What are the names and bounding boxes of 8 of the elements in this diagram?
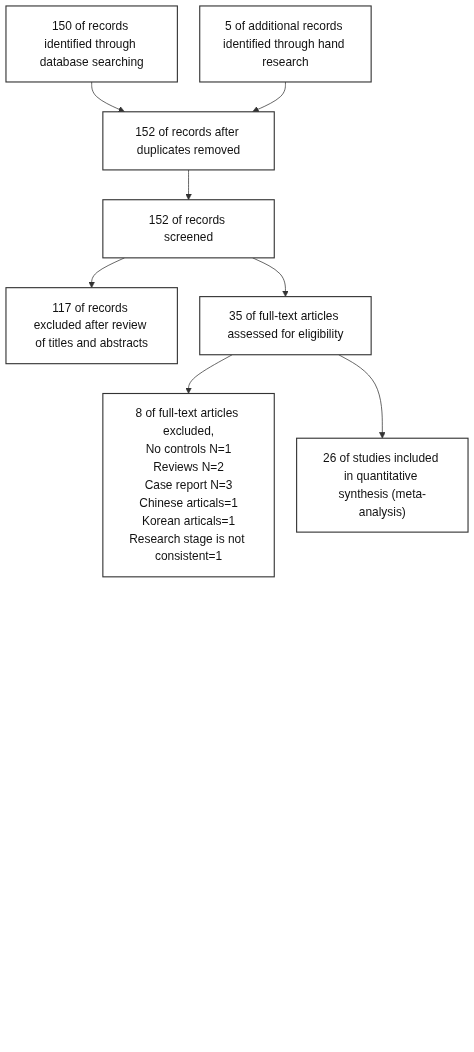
node-box: 150 of records identified through database searching <box>5 5 178 83</box>
node-box: 35 of full-text articles assessed for eligibility <box>199 296 372 356</box>
node-box: 152 of records after duplicates removed <box>102 111 275 171</box>
node-box: 26 of studies included in quantitative synthesis (meta-analysis) <box>296 437 469 533</box>
node-box: 5 of additional records identified through hand research <box>199 5 372 83</box>
node-box: 152 of records screened <box>102 199 275 259</box>
node-box: 8 of full-text articles excluded, No controls N=1 Reviews N=2 Case report N=3 Chinese articals=1 Korean articals=1 Research stage is not consistent=1 <box>102 392 275 578</box>
node-box: 117 of records excluded after review of titles and abstracts <box>5 287 178 365</box>
